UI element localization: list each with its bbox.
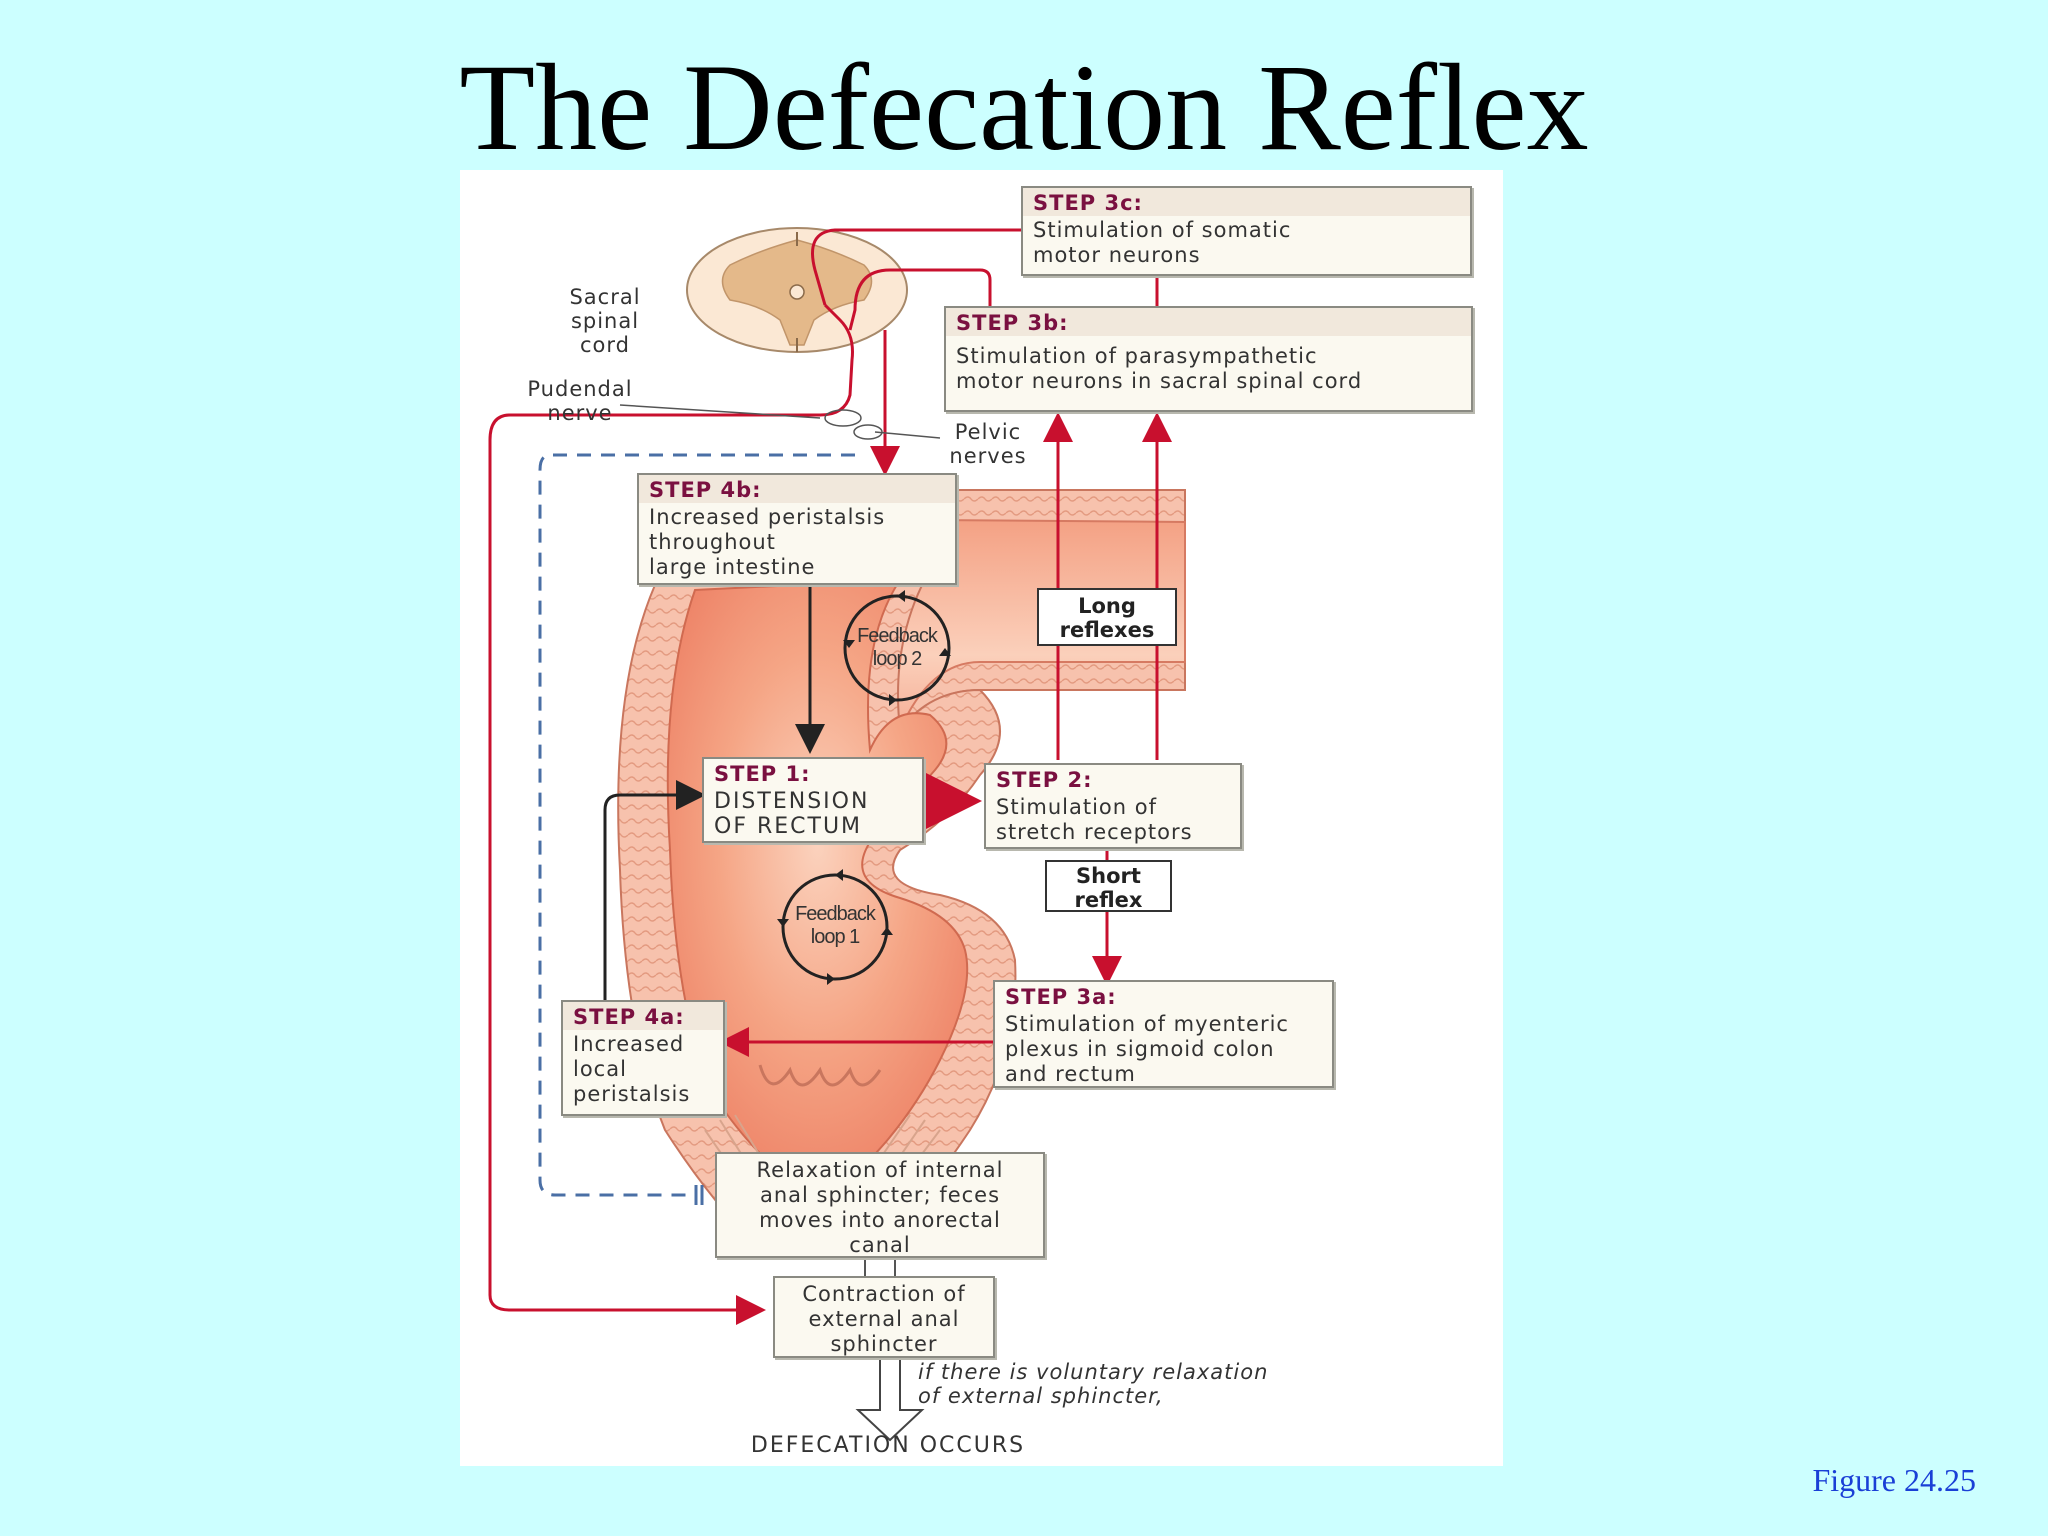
text-line: motor neurons in sacral spinal cord (956, 369, 1363, 393)
label-line: spinal (570, 309, 640, 333)
step-3b-text: Stimulation of parasympathetic motor neu… (946, 336, 1471, 398)
text-line: Stimulation of myenteric (1005, 1012, 1289, 1036)
inhibition-bar (694, 1185, 704, 1205)
step-4a-heading: STEP 4a: (563, 1002, 723, 1030)
sacral-spinal-cord-label: Sacral spinal cord (560, 285, 650, 357)
outcome-connectors (864, 1256, 896, 1276)
step-3c-heading: STEP 3c: (1023, 188, 1470, 216)
step-4b-box: STEP 4b: Increased peristalsis throughou… (637, 473, 957, 585)
text-line: sphincter (830, 1332, 938, 1356)
text-line: large intestine (649, 555, 816, 579)
nerve-leaders (619, 404, 941, 440)
step-3c-text: Stimulation of somatic motor neurons (1023, 216, 1470, 272)
text-line: Stimulation of (996, 795, 1158, 819)
step-3a-box: STEP 3a: Stimulation of myenteric plexus… (993, 980, 1334, 1088)
text-line: anal sphincter; feces (759, 1183, 1001, 1207)
text-line: throughout (649, 530, 776, 554)
text-line: plexus in sigmoid colon (1005, 1037, 1275, 1061)
pudendal-nerve-label: Pudendal nerve (520, 377, 640, 425)
parasympathetic-nerve-pathway (848, 268, 992, 476)
text-line: Relaxation of internal (756, 1158, 1004, 1182)
step-3a-text: Stimulation of myenteric plexus in sigmo… (995, 1010, 1332, 1091)
short-reflex-tag: Short reflex (1045, 860, 1172, 912)
loop-line: loop 2 (872, 648, 923, 670)
text-line: external anal (808, 1307, 960, 1331)
step-4a-box: STEP 4a: Increased local peristalsis (561, 1000, 725, 1116)
text-line: Stimulation of somatic (1033, 218, 1292, 242)
tag-line: reflexes (1059, 618, 1155, 642)
loop-line: Feedback (857, 625, 938, 647)
step4a-to-step1-arrow (603, 780, 706, 1000)
long-reflexes-tag: Long reflexes (1037, 588, 1177, 646)
step-3c-box: STEP 3c: Stimulation of somatic motor ne… (1021, 186, 1472, 276)
defecation-down-arrow (855, 1355, 925, 1442)
loop-line: loop 1 (810, 926, 861, 948)
text-line: moves into anorectal (759, 1208, 1001, 1232)
text-line: DISTENSION (714, 789, 870, 814)
text-line: local (573, 1057, 627, 1081)
text-line: Stimulation of parasympathetic (956, 344, 1318, 368)
somatic-nerve-pathway (488, 228, 1025, 1325)
text-line: motor neurons (1033, 243, 1201, 267)
text-line: if there is voluntary relaxation (918, 1360, 1269, 1384)
feedback-loop-2-circle (843, 590, 951, 706)
step-2-box: STEP 2: Stimulation of stretch receptors (984, 763, 1242, 849)
tag-line: reflex (1074, 888, 1143, 912)
label-line: cord (580, 333, 630, 357)
relaxation-text: Relaxation of internal anal sphincter; f… (717, 1154, 1043, 1262)
voluntary-relaxation-condition: if there is voluntary relaxation of exte… (918, 1360, 1268, 1408)
step-3a-heading: STEP 3a: (995, 982, 1332, 1010)
label-line: Sacral (569, 285, 641, 309)
defecation-occurs-label: DEFECATION OCCURS (750, 1433, 1026, 1458)
pelvic-nerves-label: Pelvic nerves (943, 420, 1033, 468)
tag-line: Long (1078, 594, 1136, 618)
text-line: stretch receptors (996, 820, 1193, 844)
internal-sphincter-relaxation-box: Relaxation of internal anal sphincter; f… (715, 1152, 1045, 1258)
text-line: of external sphincter, (918, 1384, 1164, 1408)
step-2-heading: STEP 2: (986, 765, 1240, 793)
feedback-loop-2-label: Feedback loop 2 (842, 625, 952, 671)
defecation-reflex-diagram: Sacral spinal cord Pudendal nerve Pelvic… (460, 170, 1503, 1466)
text-line: canal (849, 1233, 911, 1257)
sacral-spinal-cord-section (686, 227, 908, 353)
external-sphincter-contraction-box: Contraction of external anal sphincter (773, 1276, 995, 1358)
figure-reference: Figure 24.25 (1812, 1462, 1976, 1498)
text-line: peristalsis (573, 1082, 691, 1106)
text-line: and rectum (1005, 1062, 1136, 1086)
label-line: Pelvic (954, 420, 1022, 444)
feedback-loop-1-label: Feedback loop 1 (780, 903, 890, 949)
step-1-text: DISTENSION OF RECTUM (704, 787, 922, 843)
pelvic-inhibition-pathway (538, 453, 855, 1197)
label-line: Pudendal (527, 377, 633, 401)
text-line: Contraction of (802, 1282, 966, 1306)
slide-title: The Defecation Reflex (459, 39, 1589, 176)
text-line: Increased peristalsis (649, 505, 886, 529)
text-line: Increased (573, 1032, 685, 1056)
step-4b-heading: STEP 4b: (639, 475, 955, 503)
step-1-box: STEP 1: DISTENSION OF RECTUM (702, 757, 924, 843)
step-4a-text: Increased local peristalsis (563, 1030, 723, 1111)
step-3b-box: STEP 3b: Stimulation of parasympathetic … (944, 306, 1473, 412)
tag-line: Short (1076, 864, 1141, 888)
step-2-text: Stimulation of stretch receptors (986, 793, 1240, 849)
feedback-loop-1-circle (777, 869, 893, 985)
contraction-text: Contraction of external anal sphincter (775, 1278, 993, 1361)
step-1-heading: STEP 1: (704, 759, 922, 787)
step-3b-heading: STEP 3b: (946, 308, 1471, 336)
label-line: nerve (547, 401, 613, 425)
step-4b-text: Increased peristalsis throughout large i… (639, 503, 955, 584)
label-line: nerves (949, 444, 1027, 468)
loop-line: Feedback (795, 903, 876, 925)
text-line: OF RECTUM (714, 814, 863, 839)
